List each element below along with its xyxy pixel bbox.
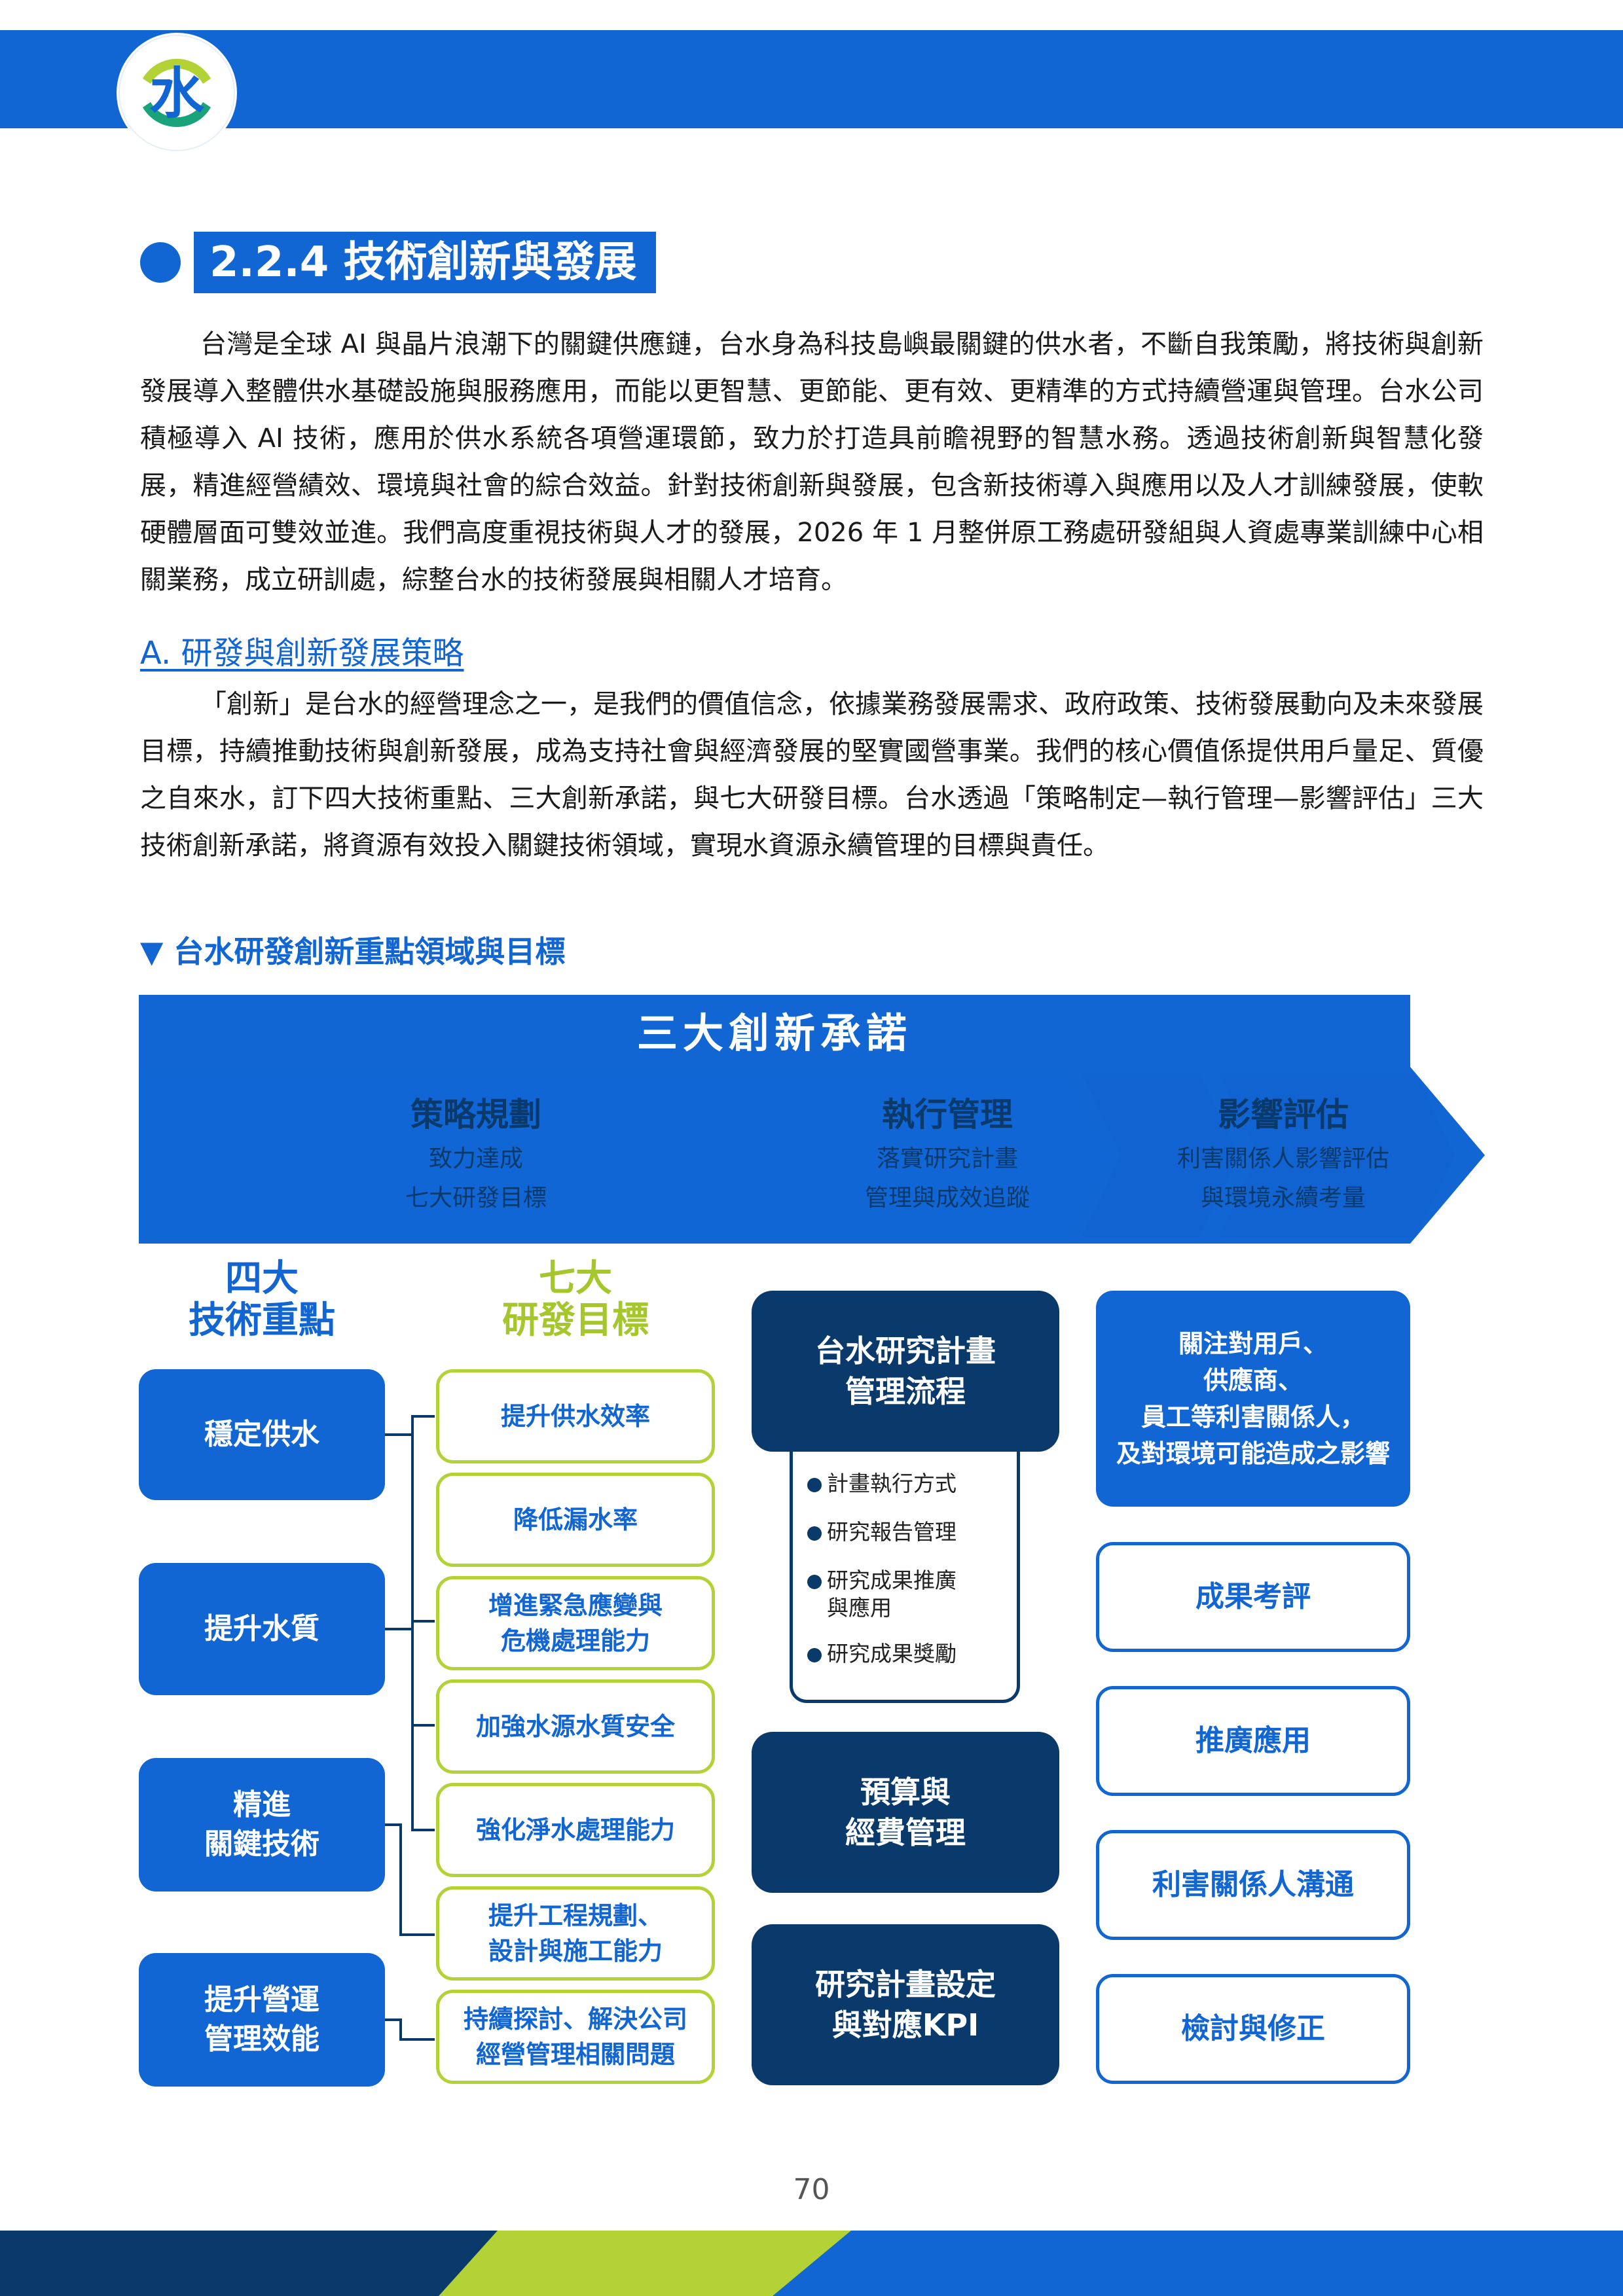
impact-stakeholder-communication: 利害關係人溝通 [1096, 1830, 1410, 1940]
commitment-heading: 執行管理 [882, 1096, 1013, 1134]
four-focus-heading-line2: 技術重點 [189, 1299, 335, 1342]
goal-reduce-leakage: 降低漏水率 [436, 1473, 715, 1567]
step-results-reward: 研究成果獎勵 [807, 1640, 957, 1668]
step-report-management: 研究報告管理 [807, 1518, 957, 1546]
step-label: 計畫執行方式 [827, 1471, 957, 1496]
step-results-promotion: 研究成果推廣 與應用 [807, 1567, 957, 1622]
step-execution-method: 計畫執行方式 [807, 1470, 957, 1498]
budget-management: 預算與 經費管理 [752, 1732, 1059, 1893]
company-logo: 水 [117, 33, 237, 153]
goal-management-issues: 持續探討、解決公司 經營管理相關問題 [436, 1990, 715, 2084]
section-bullet [140, 242, 181, 283]
impact-review-revision: 檢討與修正 [1096, 1974, 1410, 2084]
focus-stable-supply: 穩定供水 [139, 1369, 385, 1500]
commitment-strategy: 策略規劃 致力達成 七大研發目標 [405, 1096, 547, 1211]
process-steps-panel: 計畫執行方式 研究報告管理 研究成果推廣 與應用 研究成果獎勵 [790, 1440, 1020, 1703]
seven-goals-heading: 七大 研發目標 [436, 1258, 715, 1342]
stakeholder-impact: 關注對用戶、 供應商、 員工等利害關係人， 及對環境可能造成之影響 [1096, 1291, 1410, 1507]
intro-text: 台灣是全球 AI 與晶片浪潮下的關鍵供應鏈，台水身為科技島嶼最關鍵的供水者，不斷… [140, 329, 1484, 595]
commitment-line2: 管理與成效追蹤 [865, 1185, 1030, 1211]
commitment-line2: 七大研發目標 [405, 1185, 547, 1211]
research-kpi: 研究計畫設定 與對應KPI [752, 1924, 1059, 2085]
goal-source-water-safety: 加強水源水質安全 [436, 1679, 715, 1774]
bullet-dot [807, 1575, 822, 1589]
commitment-line1: 利害關係人影響評估 [1177, 1145, 1389, 1172]
goal-water-treatment: 強化淨水處理能力 [436, 1783, 715, 1877]
research-process-title: 台水研究計畫 管理流程 [752, 1291, 1059, 1452]
subsection-title: A. 研發與創新發展策略 [140, 635, 464, 672]
four-focus-heading-line1: 四大 [225, 1257, 299, 1300]
focus-water-quality-label: 提升水質 [204, 1612, 319, 1645]
impact-results-evaluation: 成果考評 [1096, 1542, 1410, 1652]
focus-water-quality: 提升水質 [139, 1563, 385, 1695]
commitment-heading: 策略規劃 [410, 1096, 541, 1134]
commitment-line1: 致力達成 [429, 1145, 523, 1172]
page-number: 70 [793, 2173, 830, 2206]
svg-text:水: 水 [149, 62, 205, 126]
header-bar [0, 30, 1623, 128]
impact-promotion: 推廣應用 [1096, 1686, 1410, 1796]
goal-supply-efficiency: 提升供水效率 [436, 1369, 715, 1463]
bullet-dot [807, 1478, 822, 1492]
goal-emergency-response: 增進緊急應變與 危機處理能力 [436, 1576, 715, 1670]
subsection-paragraph: 「創新」是台水的經營理念之一，是我們的價值信念，依據業務發展需求、政府政策、技術… [140, 681, 1484, 869]
commitment-heading: 影響評估 [1218, 1096, 1349, 1134]
step-label: 研究成果獎勵 [827, 1641, 957, 1666]
innovation-commitments-banner: 三大創新承諾 策略規劃 致力達成 七大研發目標 執行管理 落實研究計畫 管理與成… [139, 995, 1485, 1244]
figure-title: ▼ 台水研發創新重點領域與目標 [140, 934, 566, 969]
seven-goals-heading-line2: 研發目標 [502, 1299, 649, 1342]
step-label: 研究成果推廣 與應用 [827, 1568, 957, 1621]
commitment-impact: 影響評估 利害關係人影響評估 與環境永續考量 [1177, 1096, 1389, 1211]
footer-bar [0, 2231, 1623, 2296]
intro-paragraph: 台灣是全球 AI 與晶片浪潮下的關鍵供應鏈，台水身為科技島嶼最關鍵的供水者，不斷… [140, 321, 1484, 603]
step-label: 研究報告管理 [827, 1519, 957, 1545]
goal-engineering-capability: 提升工程規劃、 設計與施工能力 [436, 1886, 715, 1981]
commitment-line2: 與環境永續考量 [1201, 1185, 1366, 1211]
four-focus-heading: 四大 技術重點 [139, 1258, 385, 1342]
commitment-execution: 執行管理 落實研究計畫 管理與成效追蹤 [865, 1096, 1030, 1211]
focus-operations-management: 提升營運 管理效能 [139, 1953, 385, 2087]
bullet-dot [807, 1526, 822, 1541]
focus-key-technology: 精進 關鍵技術 [139, 1758, 385, 1892]
bullet-dot [807, 1648, 822, 1662]
commitment-line1: 落實研究計畫 [877, 1145, 1018, 1172]
seven-goals-heading-line1: 七大 [539, 1257, 612, 1300]
banner-title: 三大創新承諾 [637, 1009, 912, 1057]
section-title: 2.2.4 技術創新與發展 [194, 232, 656, 293]
subsection-text: 「創新」是台水的經營理念之一，是我們的價值信念，依據業務發展需求、政府政策、技術… [140, 689, 1484, 861]
